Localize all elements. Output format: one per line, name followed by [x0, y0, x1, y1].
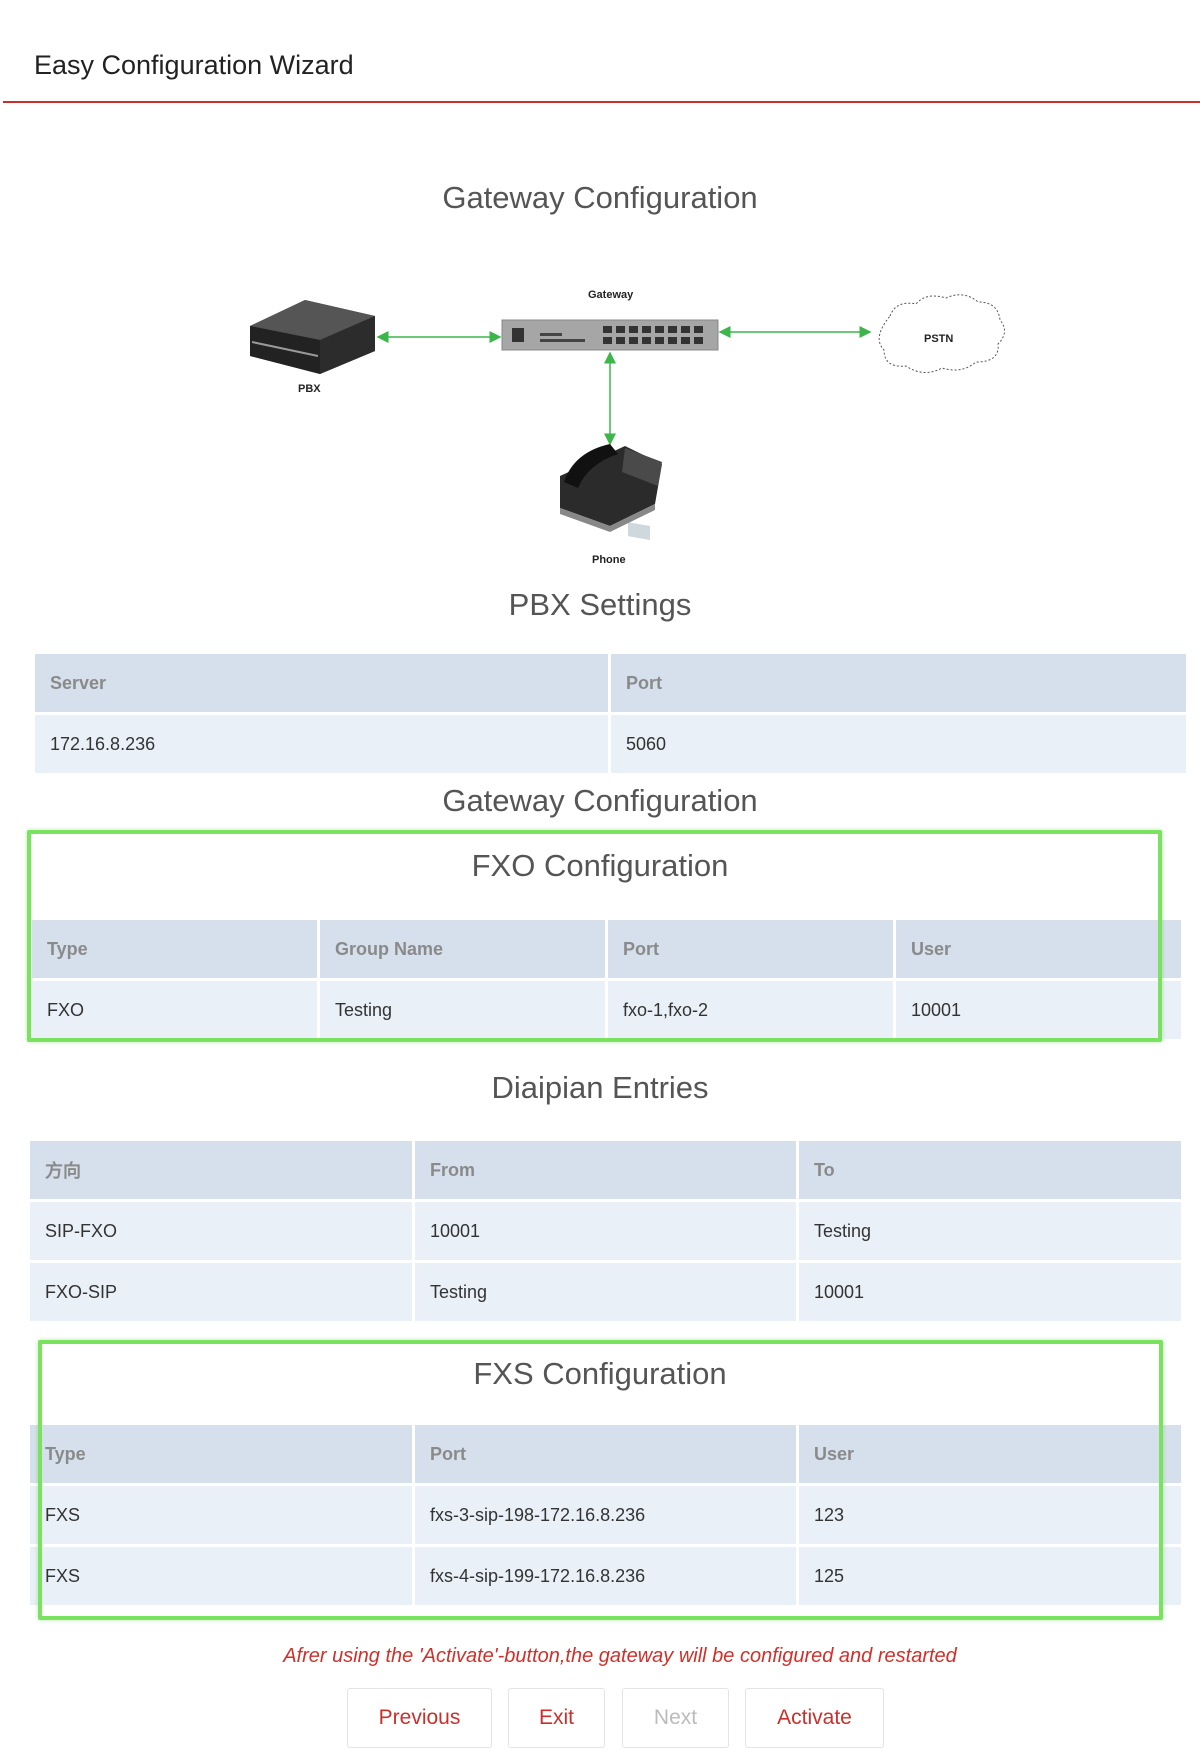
- gateway-config-heading: Gateway Configuration: [442, 180, 758, 215]
- network-diagram: PBX Gateway PSTN: [230, 276, 1030, 566]
- next-button[interactable]: Next: [622, 1688, 729, 1748]
- direction-cell: SIP-FXO: [30, 1202, 412, 1260]
- gateway-label: Gateway: [588, 289, 634, 301]
- table-header-row: Type Port User: [30, 1425, 1181, 1483]
- user-cell: 123: [799, 1486, 1181, 1544]
- column-header-port: Port: [415, 1425, 796, 1483]
- gateway-switch-icon: [501, 319, 719, 351]
- phone-icon: [560, 444, 662, 541]
- type-cell: FXS: [30, 1486, 412, 1544]
- gateway-config-heading-2: Gateway Configuration: [442, 783, 758, 818]
- to-cell: 10001: [799, 1263, 1181, 1321]
- column-header-to: To: [799, 1141, 1181, 1199]
- table-header-row: Type Group Name Port User: [32, 920, 1181, 978]
- wizard-header: Easy Configuration Wizard: [0, 0, 1200, 105]
- from-cell: Testing: [415, 1263, 796, 1321]
- table-row: FXS fxs-4-sip-199-172.16.8.236 125: [30, 1547, 1181, 1605]
- column-header-direction: 方向: [30, 1141, 412, 1199]
- column-header-user: User: [896, 920, 1181, 978]
- table-header-row: Server Port: [35, 654, 1186, 712]
- page-title: Easy Configuration Wizard: [34, 50, 354, 80]
- pbx-settings-heading: PBX Settings: [508, 587, 692, 622]
- to-cell: Testing: [799, 1202, 1181, 1260]
- from-cell: 10001: [415, 1202, 796, 1260]
- pbx-settings-table: Server Port 172.16.8.236 5060: [32, 651, 1189, 776]
- pstn-cloud-icon: [878, 294, 1005, 373]
- user-cell: 125: [799, 1547, 1181, 1605]
- pbx-server-icon: [250, 300, 375, 374]
- table-row: 172.16.8.236 5060: [35, 715, 1186, 773]
- dialplan-heading: Diaipian Entries: [491, 1070, 709, 1105]
- header-divider: [3, 101, 1200, 103]
- type-cell: FXO: [32, 981, 317, 1039]
- table-row: SIP-FXO 10001 Testing: [30, 1202, 1181, 1260]
- server-cell: 172.16.8.236: [35, 715, 608, 773]
- table-row: FXO-SIP Testing 10001: [30, 1263, 1181, 1321]
- fxs-config-table: Type Port User FXS fxs-3-sip-198-172.16.…: [27, 1422, 1184, 1608]
- table-header-row: 方向 From To: [30, 1141, 1181, 1199]
- port-cell: fxs-3-sip-198-172.16.8.236: [415, 1486, 796, 1544]
- activate-warning-text: Afrer using the 'Activate'-button,the ga…: [283, 1645, 957, 1667]
- exit-button[interactable]: Exit: [508, 1688, 605, 1748]
- port-cell: fxo-1,fxo-2: [608, 981, 893, 1039]
- group-name-cell: Testing: [320, 981, 605, 1039]
- phone-label: Phone: [592, 554, 626, 566]
- pstn-label: PSTN: [924, 333, 953, 345]
- column-header-from: From: [415, 1141, 796, 1199]
- table-row: FXS fxs-3-sip-198-172.16.8.236 123: [30, 1486, 1181, 1544]
- column-header-port: Port: [611, 654, 1186, 712]
- fxo-config-table: Type Group Name Port User FXO Testing fx…: [29, 917, 1184, 1042]
- column-header-group-name: Group Name: [320, 920, 605, 978]
- previous-button[interactable]: Previous: [347, 1688, 492, 1748]
- type-cell: FXS: [30, 1547, 412, 1605]
- pbx-label: PBX: [298, 383, 321, 395]
- fxo-config-heading: FXO Configuration: [471, 848, 729, 883]
- user-cell: 10001: [896, 981, 1181, 1039]
- port-cell: 5060: [611, 715, 1186, 773]
- column-header-server: Server: [35, 654, 608, 712]
- column-header-user: User: [799, 1425, 1181, 1483]
- fxs-config-heading: FXS Configuration: [473, 1356, 727, 1391]
- activate-button[interactable]: Activate: [745, 1688, 884, 1748]
- dialplan-table: 方向 From To SIP-FXO 10001 Testing FXO-SIP…: [27, 1138, 1184, 1324]
- direction-cell: FXO-SIP: [30, 1263, 412, 1321]
- column-header-type: Type: [30, 1425, 412, 1483]
- column-header-type: Type: [32, 920, 317, 978]
- port-cell: fxs-4-sip-199-172.16.8.236: [415, 1547, 796, 1605]
- table-row: FXO Testing fxo-1,fxo-2 10001: [32, 981, 1181, 1039]
- column-header-port: Port: [608, 920, 893, 978]
